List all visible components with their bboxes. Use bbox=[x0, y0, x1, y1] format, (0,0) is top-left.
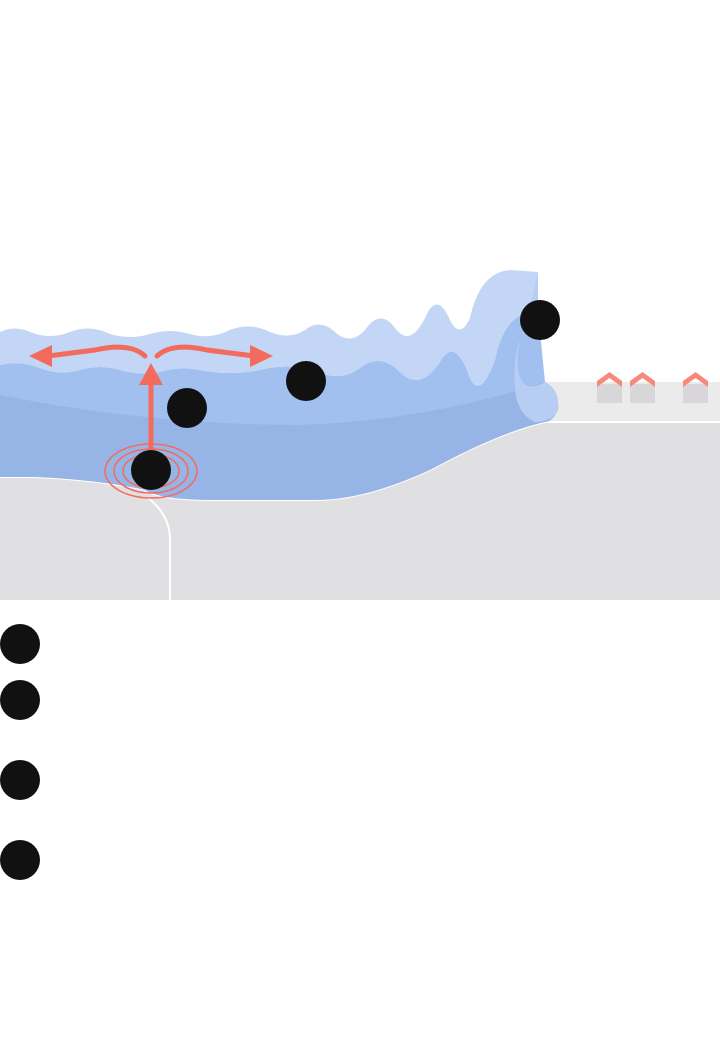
legend-marker-3 bbox=[0, 760, 40, 800]
house-icon bbox=[683, 372, 708, 403]
legend-marker-1 bbox=[0, 624, 40, 664]
legend-marker-4 bbox=[0, 840, 40, 880]
marker-1 bbox=[131, 450, 171, 490]
tsunami-wave-front bbox=[514, 272, 559, 422]
seabed bbox=[0, 422, 720, 600]
legend-marker-2 bbox=[0, 680, 40, 720]
fault-line bbox=[147, 497, 171, 600]
ocean-mid bbox=[0, 311, 545, 425]
marker-4 bbox=[520, 300, 560, 340]
legend-item-3 bbox=[0, 760, 720, 800]
legend-item-4 bbox=[0, 840, 720, 880]
double-arrow-icon bbox=[29, 344, 273, 367]
marker-2 bbox=[167, 388, 207, 428]
ocean-surface-wave bbox=[0, 270, 538, 386]
arrow-up-icon bbox=[139, 363, 163, 455]
legend-item-2 bbox=[0, 680, 720, 720]
marker-3 bbox=[286, 361, 326, 401]
house-icon bbox=[597, 372, 622, 403]
legend-item-1 bbox=[0, 624, 720, 664]
tsunami-diagram bbox=[0, 270, 720, 600]
house-icon bbox=[630, 372, 655, 403]
